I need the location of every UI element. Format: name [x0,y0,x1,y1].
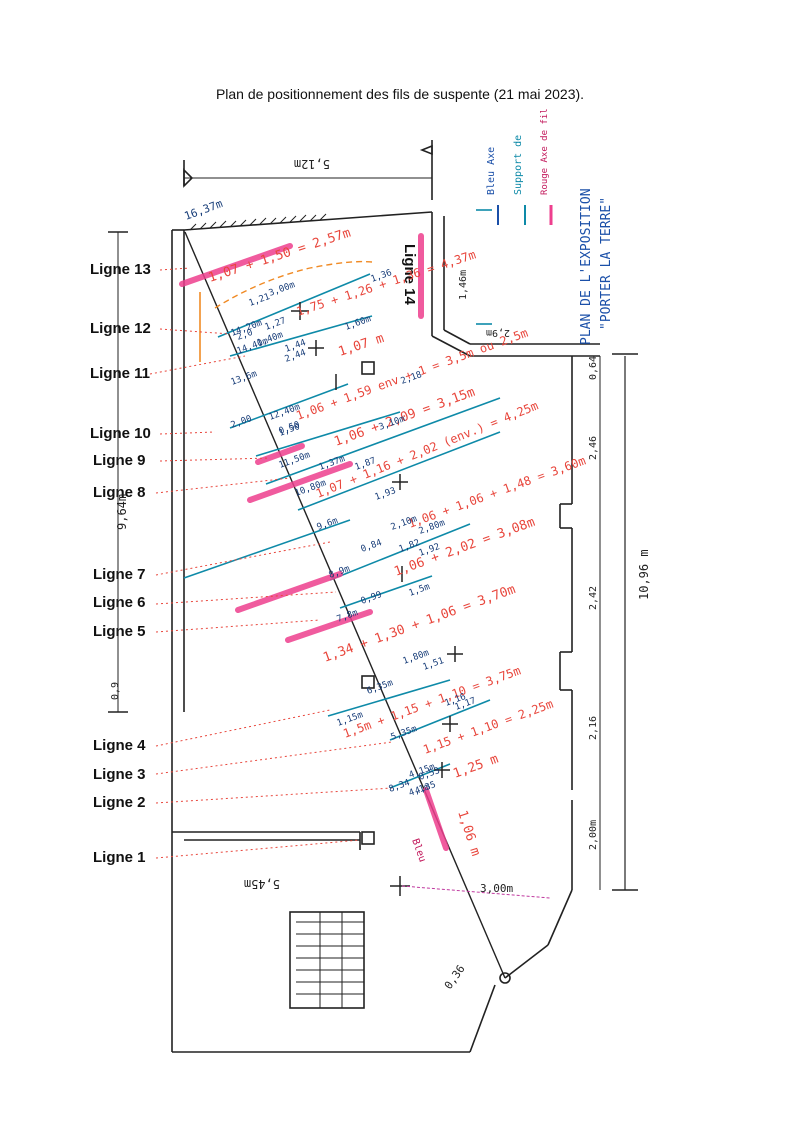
axis-mark-10: 6,35m [366,678,395,697]
axis-mark-23: 1,5m [408,582,432,599]
rouge-axe-bars [179,233,449,851]
formula-ligne-1: 1,06 m [454,809,483,858]
ligne-4-label: Ligne 4 [93,737,146,754]
dim-room-side: 1,46m [458,270,469,300]
axis-mark-27: 1,40m [256,330,285,349]
axis-mark-8: 8,9m [328,564,352,581]
dim-room-tag: 0,9 [110,682,121,700]
axis-mark-14: 2,00 [230,414,254,431]
dim-bottom: 5,45m [244,877,280,891]
ligne-5-label: Ligne 5 [93,623,146,640]
axis-mark-20: 3,00m [268,280,297,299]
ligne-7-label: Ligne 7 [93,566,146,583]
ligne-leader-lines [149,267,393,859]
ligne-6-label: Ligne 6 [93,594,146,611]
support-lines [183,209,501,789]
axis-mark-16: 0,84 [360,538,384,555]
ligne-12-label: Ligne 12 [90,320,151,337]
building-outline [108,140,638,1053]
bottom-right-dimension [401,885,551,899]
formula-ligne-12: 1,75 + 1,26 + 1,36 = 4,37m [295,247,478,318]
dim-top: 5,12m [294,157,330,171]
dim-seg-c: 2,42 [588,586,599,610]
formula-ligne-11: 1,07 m [337,331,386,360]
ligne-10-label: Ligne 10 [90,425,151,442]
legend: Bleu Axe Support de Rouge Axe de fil [486,108,553,225]
ligne-3-label: Ligne 3 [93,766,146,783]
side-title-line-1: PLAN DE L'EXPOSITION [579,188,594,345]
axis-mark-19: 1,21 [248,292,272,309]
ligne-11-label: Ligne 11 [90,365,151,382]
ligne-9-label: Ligne 9 [93,452,146,469]
dim-seg-b: 2,46 [588,436,599,460]
legend-teal-label: Support de [513,135,524,195]
ligne-8-label: Ligne 8 [93,484,146,501]
axis-mark-7: 9,6m [316,516,340,533]
axis-mark-31: 1,93 [374,486,398,503]
dim-room-top: 2,9m [486,327,510,338]
axis-mark-17: 0,99 [360,590,384,607]
axis-mark-11: 5,35m [390,724,419,743]
dim-top-left: 16,37m [183,197,225,223]
ligne-1-label: Ligne 1 [93,849,146,866]
axis-mark-3: 13,6m [230,369,259,388]
dim-bottom-corner: 0,36 [442,963,468,992]
ligne-14-label: Ligne 14 [401,244,418,306]
legend-blue-label: Bleu Axe [486,147,497,195]
side-title-line-2: "PORTER LA TERRE" [599,197,614,330]
axis-mark-21: 1,60m [344,314,373,333]
bleu-note: Bleu [409,837,428,863]
formula-labels: 1,07 + 1,50 = 2,57m 1,75 + 1,26 + 1,36 =… [207,226,588,859]
dim-seg-e: 2,00m [588,820,599,850]
dim-seg-a: 0,64 [588,356,599,380]
page-title: Plan de positionnement des fils de suspe… [215,86,585,102]
dim-bottom-right: 3,00m [480,882,513,895]
formula-ligne-2: 1,25 m [451,752,500,782]
dim-left-height: 9,64m [115,494,129,530]
dim-seg-d: 2,16 [588,716,599,740]
dim-right-total: 10,96 m [637,549,651,600]
suspension-crosses [291,302,463,896]
legend-pink-label: Rouge Axe de fil [540,108,550,195]
axis-mark-24: 2,10m [390,514,419,533]
ligne-2-label: Ligne 2 [93,794,146,811]
ligne-13-label: Ligne 13 [90,261,151,278]
axis-mark-43: 1,27 [264,316,288,333]
